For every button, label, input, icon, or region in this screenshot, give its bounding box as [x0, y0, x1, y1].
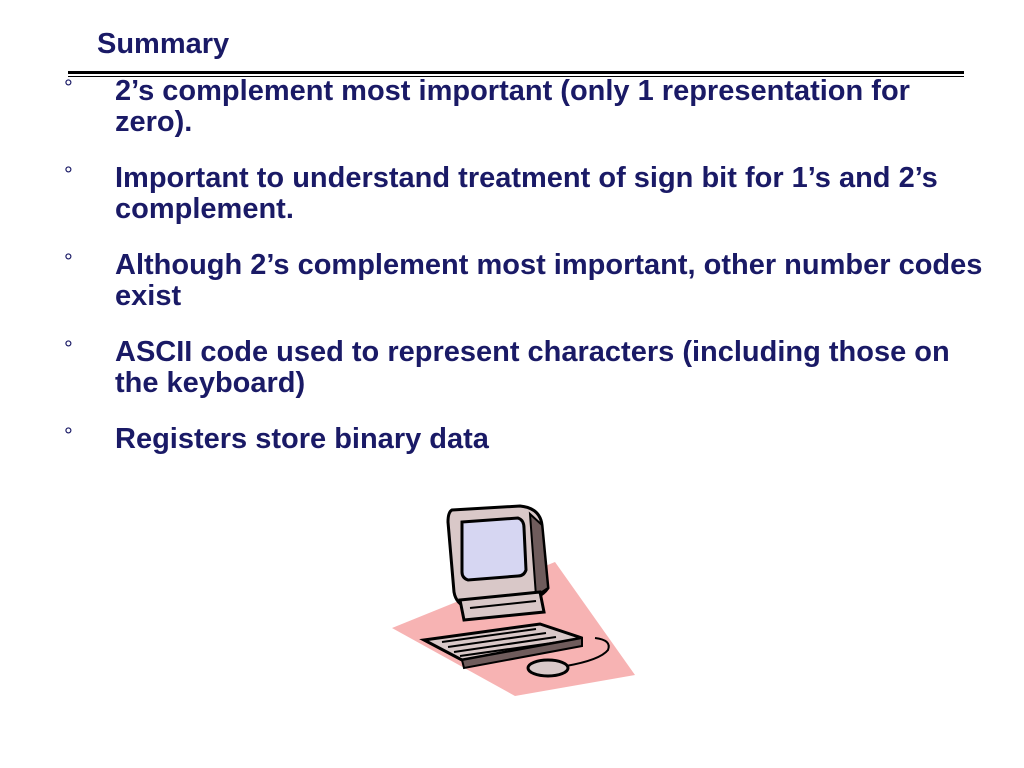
bullet-item: ° ASCII code used to represent character…: [0, 336, 1024, 399]
computer-base-line-icon: [469, 600, 537, 609]
title-divider: [68, 71, 964, 79]
bullet-marker: °: [64, 336, 73, 361]
monitor-side-icon: [528, 511, 550, 598]
bullet-text: ASCII code used to represent characters …: [115, 336, 950, 399]
bullet-item: ° Registers store binary data: [0, 423, 1024, 455]
title-divider-thick-line: [68, 71, 964, 74]
slide-title: Summary: [97, 28, 230, 60]
bullet-marker: °: [64, 249, 73, 274]
keyboard-front-icon: [460, 636, 583, 670]
title-divider-thin-line: [68, 76, 964, 77]
bullet-item: ° Although 2’s complement most important…: [0, 249, 1024, 312]
bullet-item: ° Important to understand treatment of s…: [0, 162, 1024, 225]
keyboard-keys-icon: [441, 628, 567, 657]
bullet-text: Important to understand treatment of sig…: [115, 162, 938, 225]
computer-base-icon: [458, 590, 546, 622]
bullet-item: ° 2’s complement most important (only 1 …: [0, 75, 1024, 138]
desktop-computer-icon: [392, 504, 635, 696]
bullet-marker: °: [64, 423, 73, 448]
bullet-marker: °: [64, 162, 73, 187]
bullet-marker: °: [64, 75, 73, 100]
mouse-cable-icon: [565, 637, 610, 667]
bullet-text: 2’s complement most important (only 1 re…: [115, 75, 910, 138]
bullet-text: Although 2’s complement most important, …: [115, 249, 983, 312]
monitor-screen-icon: [460, 516, 528, 582]
bullet-text: Registers store binary data: [115, 423, 489, 455]
mouse-icon: [526, 658, 570, 678]
bullet-list: ° 2’s complement most important (only 1 …: [0, 75, 1024, 480]
